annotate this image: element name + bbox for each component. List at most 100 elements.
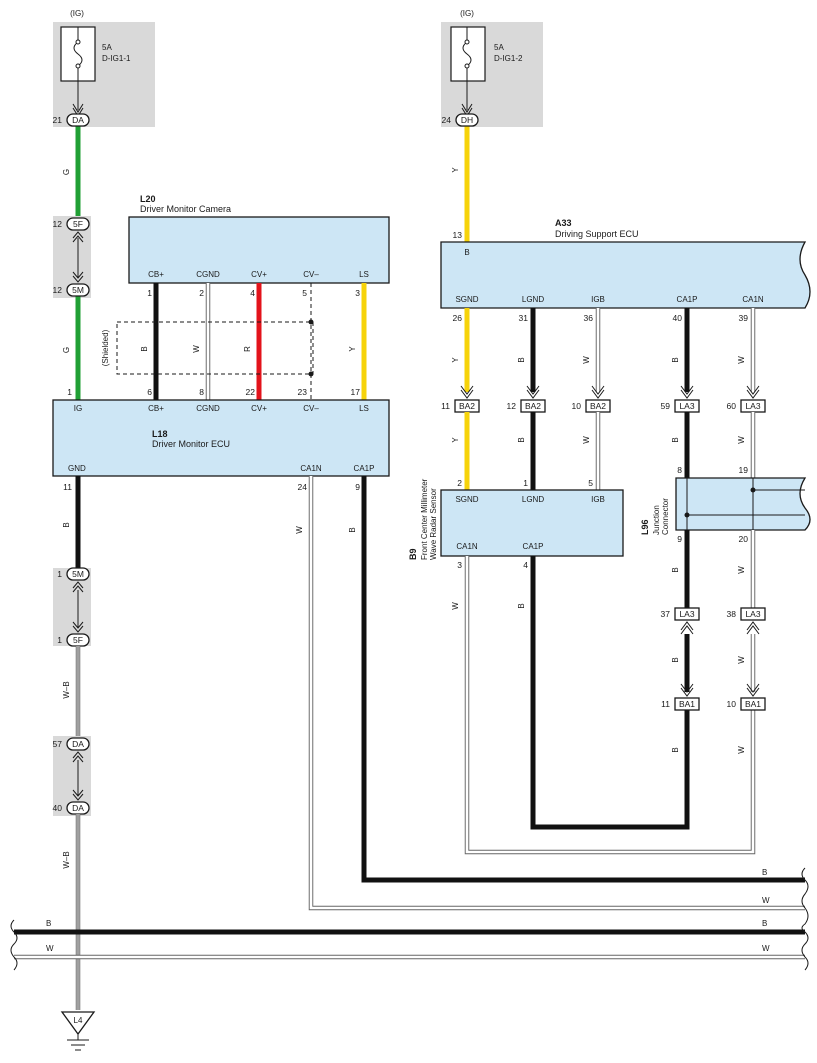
svg-text:W: W: [737, 356, 746, 364]
wire-label-w: W: [192, 345, 201, 353]
svg-text:B: B: [517, 437, 526, 442]
svg-text:6: 6: [147, 387, 152, 397]
wire-b9-ca1p-black: [530, 556, 690, 830]
svg-text:3: 3: [355, 288, 360, 298]
wire-label-b: B: [348, 527, 357, 532]
fuse-d-ig1-2: (IG) 5A D-IG1-2: [441, 9, 543, 127]
svg-text:DA: DA: [72, 115, 84, 125]
svg-text:1: 1: [147, 288, 152, 298]
svg-text:DA: DA: [72, 739, 84, 749]
l20-pins: CB+ CGND CV+ CV– LS 1 2 4 5 3: [147, 270, 369, 298]
a33-name: Driving Support ECU: [555, 229, 639, 239]
svg-text:10: 10: [727, 699, 737, 709]
svg-text:5M: 5M: [72, 569, 84, 579]
svg-text:W: W: [582, 356, 591, 364]
wire-label-y: Y: [348, 346, 357, 352]
svg-text:CB+: CB+: [148, 270, 164, 279]
svg-text:B: B: [671, 437, 680, 442]
connector-la3-37: LA3 37: [661, 607, 700, 635]
junction-connector: [675, 477, 811, 531]
wire-label-wb: W–B: [62, 681, 71, 698]
svg-text:BA2: BA2: [525, 401, 541, 411]
shield: (Shielded): [101, 319, 314, 377]
svg-text:LA3: LA3: [745, 609, 760, 619]
svg-text:40: 40: [53, 803, 63, 813]
connector-da-57: DA 57: [53, 737, 90, 763]
svg-text:22: 22: [246, 387, 256, 397]
connector-la3-59: LA3 59: [661, 385, 700, 413]
svg-text:21: 21: [53, 115, 63, 125]
fuse-1-name: D-IG1-1: [102, 54, 131, 63]
wire-label-w: W: [762, 944, 770, 953]
fuse-1-ig-label: (IG): [70, 9, 84, 18]
b9-code: B9: [408, 548, 418, 560]
svg-text:CGND: CGND: [196, 270, 220, 279]
svg-text:2: 2: [457, 478, 462, 488]
svg-text:12: 12: [53, 219, 63, 229]
wire-label-b: B: [46, 919, 51, 928]
svg-text:B: B: [517, 603, 526, 608]
svg-text:5F: 5F: [73, 219, 83, 229]
svg-text:5: 5: [588, 478, 593, 488]
svg-text:SGND: SGND: [455, 495, 478, 504]
connector-la3-38: LA3 38: [727, 607, 766, 635]
svg-text:20: 20: [739, 534, 749, 544]
svg-text:31: 31: [519, 313, 529, 323]
connector-5m-12: 5M 12: [53, 271, 90, 297]
svg-text:W: W: [737, 566, 746, 574]
svg-text:4: 4: [523, 560, 528, 570]
svg-text:17: 17: [351, 387, 361, 397]
svg-text:1: 1: [67, 387, 72, 397]
svg-text:DH: DH: [461, 115, 473, 125]
svg-text:19: 19: [739, 465, 749, 475]
svg-text:B: B: [671, 567, 680, 572]
l20-code: L20: [140, 194, 156, 204]
svg-text:W: W: [737, 656, 746, 664]
l18-top-pins: 1 6 8 22 23 17 IG CB+ CGND CV+ CV– LS: [67, 387, 369, 413]
break-mark-right: [801, 867, 809, 971]
connector-ba1-11: BA1 11: [661, 683, 700, 711]
wire-label-b: B: [762, 868, 767, 877]
l18-name: Driver Monitor ECU: [152, 439, 230, 449]
svg-text:9: 9: [355, 482, 360, 492]
svg-text:B: B: [517, 357, 526, 362]
l96-pins: 8 19 9 20: [677, 465, 748, 544]
svg-text:W: W: [582, 436, 591, 444]
wire-b9-ca1n-white: [465, 556, 755, 854]
driving-support-ecu: [440, 241, 811, 309]
svg-text:12: 12: [507, 401, 517, 411]
wire-label-y: Y: [451, 167, 460, 173]
svg-text:B: B: [671, 657, 680, 662]
connector-dh-24: DH 24: [442, 103, 479, 127]
wire-ca1p-black: [361, 476, 805, 883]
svg-text:CA1N: CA1N: [742, 295, 764, 304]
svg-text:5M: 5M: [72, 285, 84, 295]
l20-name: Driver Monitor Camera: [140, 204, 231, 214]
svg-text:11: 11: [661, 699, 670, 709]
wire-label-b: B: [762, 919, 767, 928]
svg-text:1: 1: [57, 569, 62, 579]
svg-text:SGND: SGND: [455, 295, 478, 304]
wire-label-b: B: [62, 522, 71, 527]
svg-text:CA1P: CA1P: [677, 295, 698, 304]
b9-name-1: Front Center Millimeter: [420, 478, 429, 560]
svg-text:1: 1: [523, 478, 528, 488]
svg-text:1: 1: [57, 635, 62, 645]
svg-text:10: 10: [572, 401, 582, 411]
svg-text:CV–: CV–: [303, 404, 319, 413]
svg-text:36: 36: [584, 313, 594, 323]
svg-text:CA1N: CA1N: [456, 542, 478, 551]
svg-text:LS: LS: [359, 404, 369, 413]
ground-l4: L4: [60, 1011, 96, 1051]
svg-text:CV+: CV+: [251, 270, 267, 279]
svg-text:3: 3: [457, 560, 462, 570]
a33-pins: SGND LGND IGB CA1P CA1N 26 31 36 40 39: [453, 295, 764, 323]
fuse-2-ig-label: (IG): [460, 9, 474, 18]
connector-ba1-10: BA1 10: [727, 683, 766, 711]
svg-text:23: 23: [298, 387, 308, 397]
a33-input-num: 13: [453, 230, 463, 240]
driver-monitor-camera: [128, 216, 390, 284]
break-mark-left: [10, 919, 18, 971]
fuse-2-name: D-IG1-2: [494, 54, 523, 63]
svg-text:BA1: BA1: [679, 699, 695, 709]
